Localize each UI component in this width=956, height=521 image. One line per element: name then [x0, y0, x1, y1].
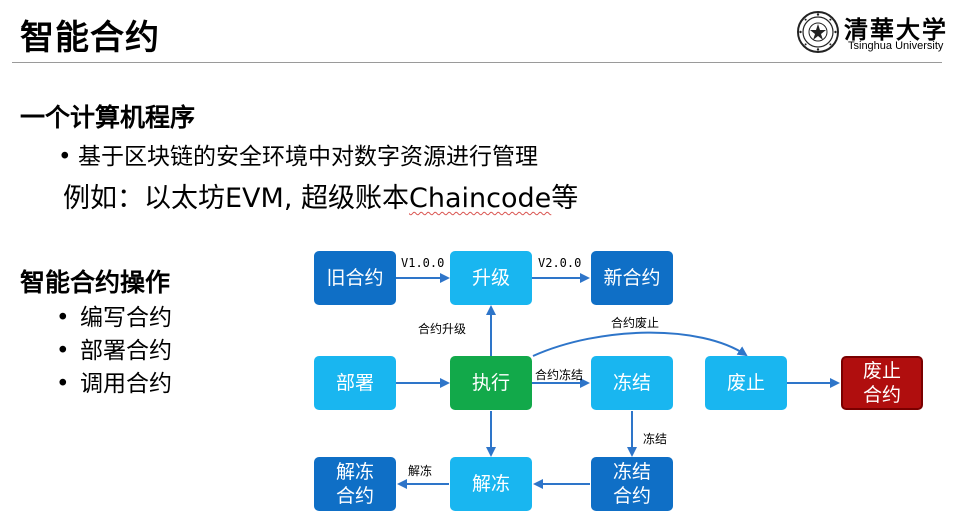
section1-heading: 一个计算机程序: [20, 103, 196, 132]
node-freeze: 冻结: [591, 356, 673, 410]
node-abolished-contract: 废止 合约: [841, 356, 923, 410]
tsinghua-logo: 清華大学 Tsinghua University: [796, 10, 946, 56]
page-title: 智能合约: [20, 18, 160, 58]
logo-english-name: Tsinghua University: [848, 40, 944, 52]
example-suffix: 等: [551, 183, 579, 214]
example-word: Chaincode: [409, 183, 552, 214]
node-unfrozen-contract: 解冻 合约: [314, 457, 396, 511]
list-item: •编写合约: [56, 305, 172, 331]
list-item: •部署合约: [56, 338, 172, 364]
operations-list: •编写合约 •部署合约 •调用合约: [56, 298, 172, 397]
node-execute: 执行: [450, 356, 532, 410]
bullet-icon: •: [56, 338, 70, 364]
section2-heading: 智能合约操作: [20, 268, 171, 297]
node-unfreeze: 解冻: [450, 457, 532, 511]
bullet-icon: •: [58, 144, 72, 170]
title-divider: [12, 62, 942, 63]
list-item: •调用合约: [56, 371, 172, 397]
edge-label-v2: V2.0.0: [538, 256, 582, 270]
edge-label-contract-upgrade: 合约升级: [418, 322, 467, 336]
bullet-icon: •: [56, 371, 70, 397]
logo-chinese-name: 清華大学: [844, 15, 948, 44]
node-deploy: 部署: [314, 356, 396, 410]
section1-bullet: •基于区块链的安全环境中对数字资源进行管理: [58, 137, 538, 171]
node-abolish: 废止: [705, 356, 787, 410]
bullet-icon: •: [56, 305, 70, 331]
edge-label-v1: V1.0.0: [401, 256, 445, 270]
example-line: 例如：以太坊EVM, 超级账本Chaincode等: [63, 176, 578, 215]
section1-bullet-text: 基于区块链的安全环境中对数字资源进行管理: [78, 144, 538, 170]
edge-label-contract-abolish: 合约废止: [611, 316, 660, 330]
edge-execute-to-abolish: [532, 331, 748, 357]
edge-label-freeze: 冻结: [643, 432, 668, 446]
edge-label-contract-freeze: 合约冻结: [535, 368, 584, 382]
node-upgrade: 升级: [450, 251, 532, 305]
edge-label-unfreeze: 解冻: [408, 464, 433, 478]
tsinghua-seal-icon: [797, 11, 839, 53]
node-new-contract: 新合约: [591, 251, 673, 305]
example-prefix: 例如：以太坊EVM, 超级账本: [63, 183, 409, 214]
node-old-contract: 旧合约: [314, 251, 396, 305]
node-frozen-contract: 冻结 合约: [591, 457, 673, 511]
